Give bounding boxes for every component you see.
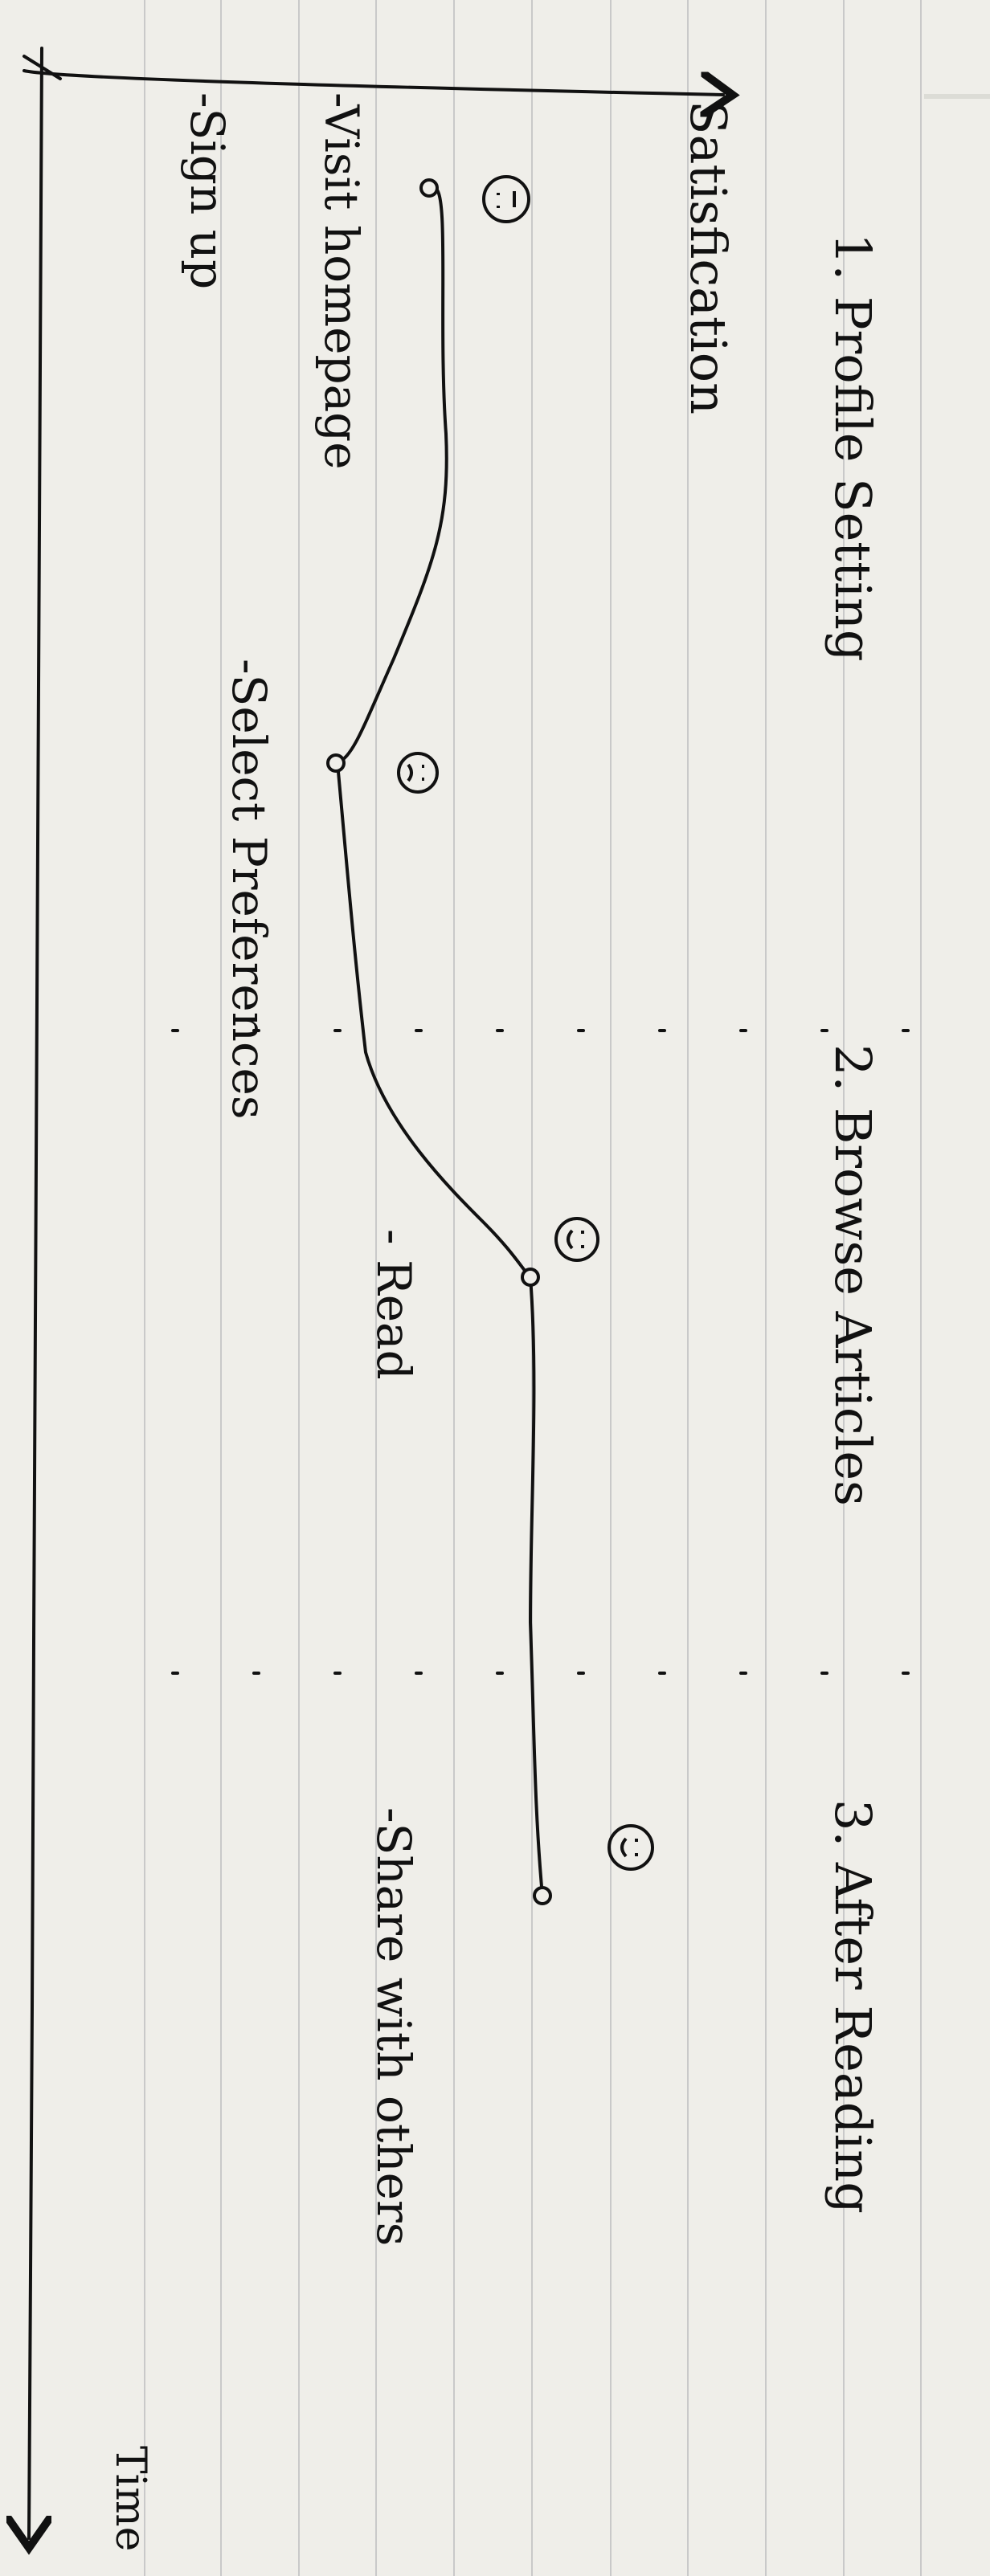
journey-points: [326, 178, 552, 1905]
x-axis-label: Time: [106, 2446, 154, 2551]
point-read: [521, 1268, 540, 1287]
y-axis-label: Satisfication: [679, 100, 738, 414]
happy-face-icon: [554, 1217, 599, 1262]
axes: [22, 47, 723, 2538]
step-label-share-with-others-visible-correct: -Share with others: [366, 1807, 421, 2246]
stage-label-3: 3. After Reading: [824, 1799, 882, 2214]
satisfaction-axis: [22, 69, 723, 95]
step-label-sign-up: -Sign up: [180, 92, 235, 289]
sad-face-icon: [397, 752, 439, 794]
neutral-face-icon: [482, 175, 530, 223]
journey-curve: [335, 186, 544, 1897]
point-select-preferences: [326, 753, 346, 773]
step-label-select-preferences: -Select Preferences: [222, 659, 276, 1120]
step-label-visit-homepage: -Visit homepage: [314, 92, 369, 470]
stage-label-1: 1. Profile Setting: [824, 233, 882, 662]
happy-face-icon: [608, 1824, 654, 1871]
step-label-read: - Read: [366, 1229, 421, 1380]
point-sign-up: [419, 178, 439, 198]
point-share: [533, 1886, 552, 1905]
time-axis: [29, 47, 42, 2538]
stage-label-2: 2. Browse Articles: [824, 1044, 882, 1506]
